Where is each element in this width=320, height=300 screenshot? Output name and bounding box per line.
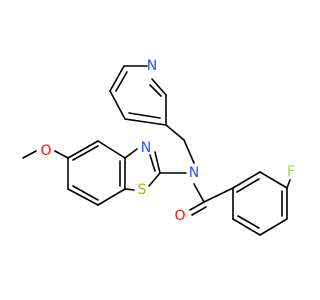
bond-b5-b6-inner [72, 185, 99, 201]
bond-c-f [286, 179, 291, 189]
bond-p6-p1 [124, 118, 167, 126]
bond-p5-p6 [109, 90, 126, 120]
bond-r1-r2 [232, 171, 261, 189]
atom-labels: O N S N N O F [40, 58, 295, 224]
bond-methyl-o [22, 150, 37, 159]
nitrogen-pyridine-label: N [147, 58, 157, 74]
bond-r2-r3 [259, 171, 288, 189]
sulfur-label: S [138, 182, 147, 198]
bond-b5-b6 [67, 188, 99, 206]
oxygen-carbonyl-label: O [174, 208, 185, 224]
bond-p6-p1-inner [128, 112, 161, 119]
fluorine-symbol: F [287, 164, 295, 180]
nitrogen-thiazole-symbol: N [141, 140, 151, 156]
bond-b3-n [124, 148, 138, 159]
oxygen-methoxy-label: O [40, 143, 51, 159]
bond-p4-p5 [109, 65, 125, 92]
bonds [22, 65, 291, 236]
bond-b1-b2-inner [72, 145, 99, 161]
bond-namide-carbonyl [193, 183, 205, 203]
bond-o-aromatic [54, 150, 69, 159]
nitrogen-amide-symbol: N [189, 165, 199, 181]
bond-carbonyl-o-double [191, 206, 207, 216]
bond-r4-r5 [259, 218, 288, 236]
nitrogen-pyridine-symbol: N [147, 58, 157, 74]
bond-p2-p3-inner [149, 84, 162, 97]
bond-carbonyl-ring [203, 187, 234, 203]
bond-b2-b3 [97, 140, 126, 159]
bond-r5-r6 [232, 218, 261, 236]
nitrogen-thiazole-label: N [141, 140, 151, 156]
bond-namide-ch2 [183, 139, 195, 164]
fluorine-label: F [287, 164, 295, 180]
bond-c2-s [148, 172, 161, 187]
oxygen-methoxy-symbol: O [40, 143, 51, 159]
bond-ch2-pyridine [165, 124, 185, 141]
bond-n-c2 [154, 151, 161, 174]
bond-p4-p5-inner [115, 71, 128, 92]
oxygen-carbonyl-symbol: O [174, 208, 185, 224]
bond-s-b4 [124, 188, 135, 191]
bond-n-c2-double [149, 154, 156, 172]
bond-b1-b2 [67, 140, 99, 159]
bond-r5-r6-inner [237, 215, 260, 229]
sulfur-symbol: S [138, 182, 147, 198]
bond-r1-r2-inner [236, 178, 260, 193]
bond-b4-b5 [97, 188, 126, 206]
nitrogen-amide-label: N [189, 165, 199, 181]
bond-p2-p3 [151, 78, 167, 96]
molecule-structure-diagram: O N S N N O F [22, 58, 295, 236]
bond-carbonyl-o [189, 201, 205, 211]
